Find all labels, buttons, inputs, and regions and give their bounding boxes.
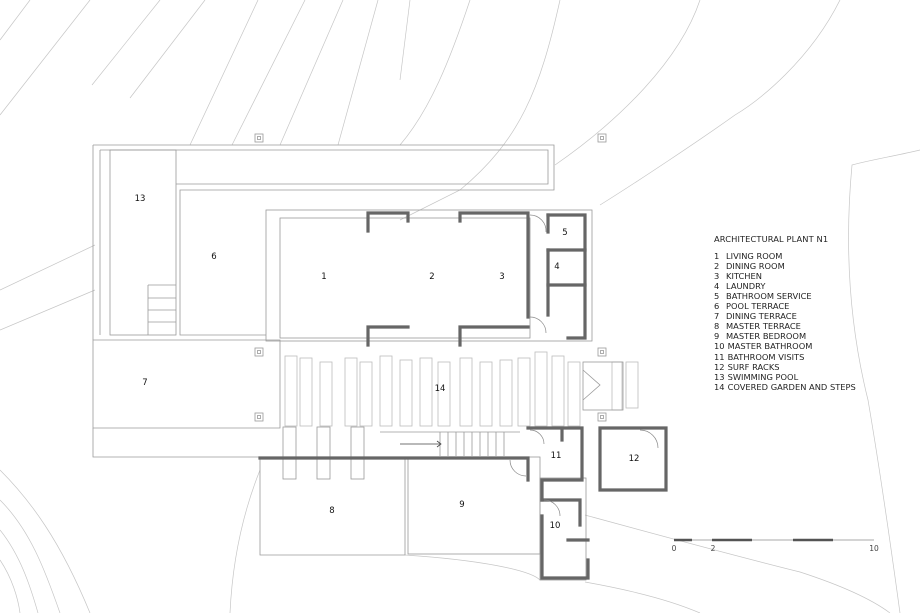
- room-label-bathroom-visits: 11: [550, 451, 562, 461]
- room-label-surf-racks: 12: [628, 454, 640, 464]
- legend-item-label: BATHROOM SERVICE: [726, 291, 812, 302]
- room-label-dining-terrace: 7: [142, 378, 148, 388]
- door-swings: [509, 214, 659, 517]
- room-label-pool-terrace: 6: [211, 252, 217, 262]
- legend-item-number: 3: [714, 271, 720, 282]
- legend-item-label: MASTER BATHROOM: [727, 341, 813, 352]
- scale-label-start: 0: [671, 544, 677, 553]
- legend-item-label: COVERED GARDEN AND STEPS: [727, 381, 856, 392]
- legend-list: 1 LIVING ROOM 2 DINING ROOM 3 KITCHEN 4 LAUNDRY…: [714, 251, 856, 392]
- room-label-master-terrace: 8: [329, 506, 335, 516]
- legend-item: 7 DINING TERRACE: [714, 311, 856, 321]
- legend-item-label: POOL TERRACE: [726, 301, 790, 312]
- room-label-dining-room: 2: [429, 272, 435, 282]
- scale-label-end: 10: [869, 544, 879, 553]
- room-label-kitchen: 3: [499, 272, 505, 282]
- legend-item-label: SWIMMING POOL: [727, 371, 799, 382]
- legend-item-number: 12: [714, 361, 725, 372]
- legend-item-label: BATHROOM VISITS: [727, 351, 805, 362]
- legend-item-label: SURF RACKS: [727, 361, 780, 372]
- legend-title: ARCHITECTURAL PLANT N1: [714, 234, 829, 244]
- legend-item: 2 DINING ROOM: [714, 261, 856, 271]
- legend-item: 3 KITCHEN: [714, 271, 856, 281]
- legend-item-label: DINING ROOM: [726, 261, 785, 272]
- legend-item: 1 LIVING ROOM: [714, 251, 856, 261]
- legend-item: 5 BATHROOM SERVICE: [714, 291, 856, 301]
- plan-outlines: [92, 144, 639, 581]
- room-label-master-bedroom: 9: [459, 500, 465, 510]
- legend-item-label: LAUNDRY: [726, 281, 766, 292]
- legend-item-number: 11: [714, 351, 725, 362]
- legend-item-number: 6: [714, 301, 720, 312]
- legend-item-number: 5: [714, 291, 720, 302]
- legend-item-label: DINING TERRACE: [726, 311, 797, 322]
- survey-markers: [254, 133, 607, 422]
- room-label-master-bathroom: 10: [549, 521, 561, 531]
- legend-item: 8 MASTER TERRACE: [714, 321, 856, 331]
- legend-item-number: 7: [714, 311, 720, 322]
- legend-item-number: 10: [714, 341, 725, 352]
- room-label-laundry: 4: [554, 262, 560, 272]
- legend-item: 4 LAUNDRY: [714, 281, 856, 291]
- legend-item-label: KITCHEN: [726, 271, 762, 282]
- legend-item: 6 POOL TERRACE: [714, 301, 856, 311]
- legend-item-number: 8: [714, 321, 720, 332]
- legend-item-label: LIVING ROOM: [726, 251, 783, 262]
- walls: [258, 211, 668, 580]
- legend-item-number: 13: [714, 371, 725, 382]
- legend-item-number: 4: [714, 281, 720, 292]
- legend-item-number: 1: [714, 251, 720, 262]
- legend-item-number: 14: [714, 381, 725, 392]
- scale-label-mid: 2: [710, 544, 716, 553]
- legend-item-label: MASTER BEDROOM: [726, 331, 807, 342]
- room-label-covered-garden: 14: [434, 384, 446, 394]
- room-label-living-room: 1: [321, 272, 327, 282]
- legend-item-number: 9: [714, 331, 720, 342]
- legend-item-label: MASTER TERRACE: [726, 321, 801, 332]
- room-label-swimming-pool: 13: [134, 194, 146, 204]
- legend-item-number: 2: [714, 261, 720, 272]
- legend-item: 9 MASTER BEDROOM: [714, 331, 856, 341]
- room-label-bathroom-service: 5: [562, 228, 568, 238]
